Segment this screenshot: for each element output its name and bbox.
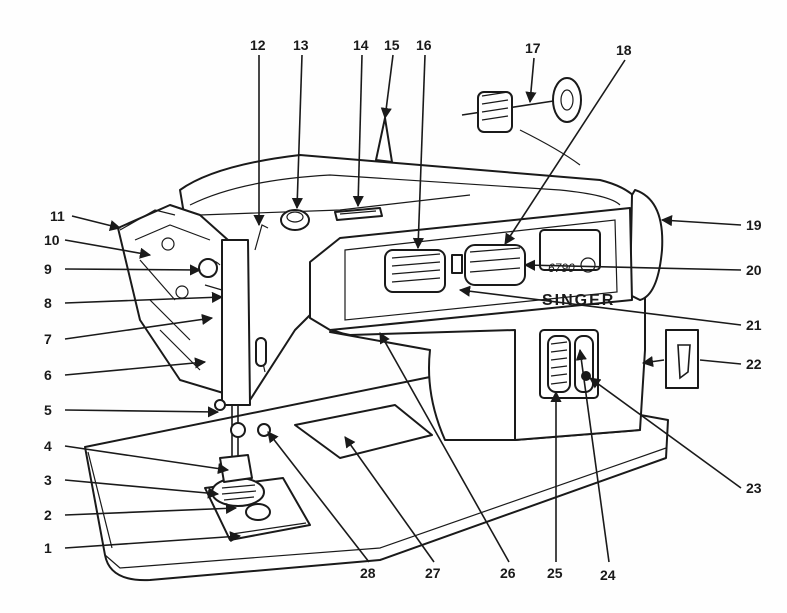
slide-plate xyxy=(294,404,433,459)
callout-26: 26 xyxy=(500,565,516,581)
callout-7: 7 xyxy=(44,331,52,347)
hand-wheel xyxy=(629,189,664,301)
callout-23: 23 xyxy=(746,480,762,496)
callout-18: 18 xyxy=(616,42,632,58)
callout-14: 14 xyxy=(353,37,369,53)
callout-21: 21 xyxy=(746,317,762,333)
callout-11: 11 xyxy=(50,208,65,224)
callout-12: 12 xyxy=(250,37,266,53)
callout-6: 6 xyxy=(44,367,52,383)
model-badge xyxy=(539,229,601,271)
callout-17: 17 xyxy=(525,40,541,56)
bobbin-winder xyxy=(280,209,310,231)
callout-10: 10 xyxy=(44,232,60,248)
callout-25: 25 xyxy=(547,565,563,581)
machine-illustration: 6790 SINGER xyxy=(84,77,699,582)
callout-2: 2 xyxy=(44,507,52,523)
callout-28: 28 xyxy=(360,565,376,581)
callout-numbers: 1 2 3 4 5 6 7 8 9 10 11 12 13 14 15 16 1… xyxy=(44,37,762,583)
callout-24: 24 xyxy=(600,567,616,583)
tension-dial xyxy=(198,258,218,278)
callout-27: 27 xyxy=(425,565,441,581)
callout-8: 8 xyxy=(44,295,52,311)
callout-4: 4 xyxy=(44,438,52,454)
callout-9: 9 xyxy=(44,261,52,277)
callout-5: 5 xyxy=(44,402,52,418)
callout-13: 13 xyxy=(293,37,309,53)
leader-lines xyxy=(64,54,742,563)
callout-1: 1 xyxy=(44,540,52,556)
callout-22: 22 xyxy=(746,356,762,372)
spool-pin-assembly xyxy=(461,77,582,166)
callout-19: 19 xyxy=(746,217,762,233)
model-label: 6790 xyxy=(548,261,575,275)
brand-label: SINGER xyxy=(542,292,615,309)
stitch-dial xyxy=(464,244,526,286)
presser-foot xyxy=(219,454,253,483)
callout-16: 16 xyxy=(416,37,432,53)
presser-foot-accessory xyxy=(665,329,699,389)
thread-guide xyxy=(375,117,393,163)
callout-3: 3 xyxy=(44,472,52,488)
callout-20: 20 xyxy=(746,262,762,278)
callout-15: 15 xyxy=(384,37,400,53)
needle-bar-housing xyxy=(221,239,251,406)
